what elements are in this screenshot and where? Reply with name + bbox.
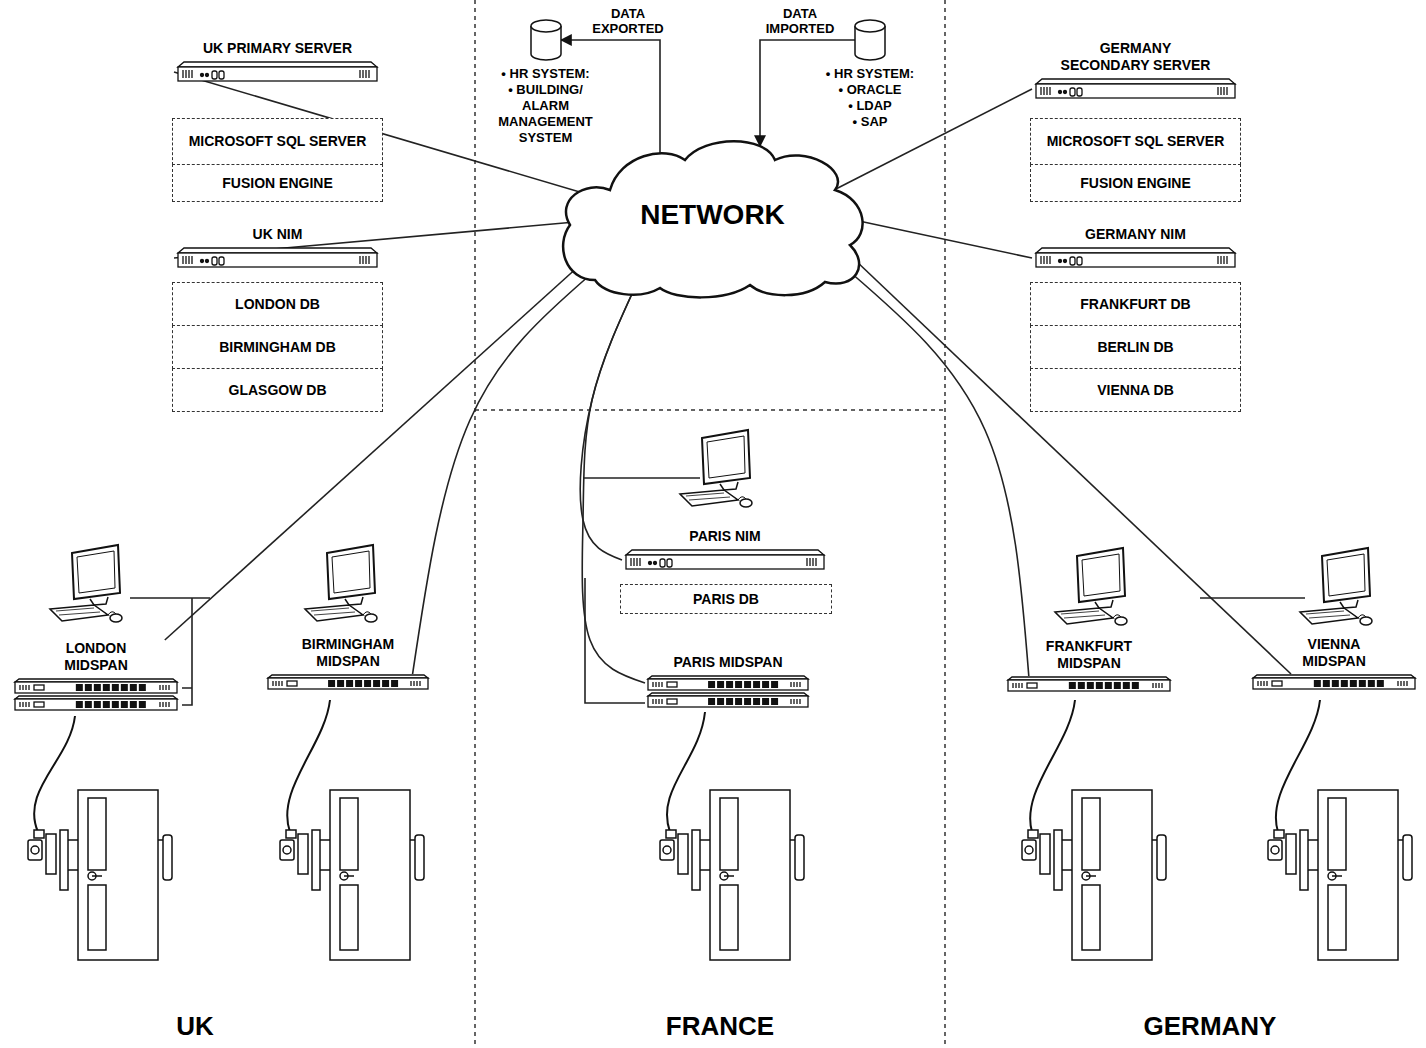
network-link [850,272,1029,676]
door-icon [1022,790,1166,960]
software-box: MICROSOFT SQL SERVER [172,118,383,165]
node-label: UK NIM [253,226,303,243]
database-cylinder [529,18,563,62]
nim-unit: UK NIM [172,226,383,269]
database-box: LONDON DB [172,282,383,326]
nim-unit: GERMANY NIM [1030,226,1241,269]
node-label: • ORACLE [838,82,901,98]
door-icon [1268,790,1412,960]
region-label: UK [95,1010,295,1042]
node-label: LONDON MIDSPAN [41,640,151,674]
server-unit: UK PRIMARY SERVER [172,40,383,83]
node-label: VIENNA MIDSPAN [1279,636,1389,670]
node-label: • HR SYSTEM: [501,66,589,82]
cloud-label: NETWORK [640,199,785,231]
rack-server-icon [623,549,827,571]
node-label: GERMANY SECONDARY SERVER [1061,40,1211,74]
rack-server-icon [1033,78,1238,100]
server-unit: GERMANY SECONDARY SERVER [1030,40,1241,100]
nim-unit: PARIS NIM [620,528,830,571]
node-label: PARIS NIM [689,528,760,545]
midspan-icon [1005,676,1173,693]
node-label: PARIS MIDSPAN [673,654,782,671]
network-link [174,72,600,198]
midspan-unit: VIENNA MIDSPAN [1248,636,1420,691]
midspan-unit: FRANKFURT MIDSPAN [1003,638,1175,693]
midspan-icon [645,675,811,709]
workstation-icon [1300,548,1372,625]
node-label: MICROSOFT SQL SERVER [1047,133,1225,150]
network-cloud: NETWORK [555,130,870,300]
midspan-unit: LONDON MIDSPAN [10,640,182,712]
network-link [165,265,580,640]
network-link [413,275,590,674]
door-icon [660,790,804,960]
node-label: UK PRIMARY SERVER [203,40,352,57]
midspan-icon [12,678,180,712]
workstation-icon [1055,548,1127,625]
door-icon [28,790,172,960]
region-label: FRANCE [620,1010,820,1042]
workstation-icons [50,430,1372,625]
network-link [830,89,1032,192]
database-box: FRANKFURT DB [1030,282,1241,326]
midspan-unit: BIRMINGHAM MIDSPAN [263,636,433,691]
midspan-icon [265,674,431,691]
software-box: MICROSOFT SQL SERVER [1030,118,1241,165]
rack-server-icon [175,61,380,83]
database-box: BERLIN DB [1030,325,1241,369]
workstation-icon [305,545,377,622]
node-label: BIRMINGHAM MIDSPAN [293,636,403,670]
node-label: FUSION ENGINE [1080,175,1190,192]
node-label: MICROSOFT SQL SERVER [189,133,367,150]
node-label: GLASGOW DB [229,382,327,399]
database-box: VIENNA DB [1030,368,1241,412]
node-label: • LDAP [848,98,892,114]
midspan-unit: PARIS MIDSPAN [643,654,813,709]
storage-cylinder: • HR SYSTEM:• BUILDING/ ALARM MANAGEMENT… [488,16,603,146]
rack-server-icon [175,247,380,269]
database-cylinder [853,18,887,62]
node-label: LONDON DB [235,296,320,313]
network-link [561,40,660,165]
node-label: GERMANY NIM [1085,226,1186,243]
node-label: • HR SYSTEM: [826,66,914,82]
midspan-icon [1250,674,1418,691]
node-label: • SAP [853,114,888,130]
node-label: FRANKFURT MIDSPAN [1034,638,1144,672]
node-label: BERLIN DB [1097,339,1173,356]
software-box: FUSION ENGINE [1030,164,1241,202]
software-box: FUSION ENGINE [172,164,383,202]
node-label: FUSION ENGINE [222,175,332,192]
node-label: PARIS DB [693,591,759,608]
connectors [165,40,1291,683]
network-link [582,283,645,683]
region-label: GERMANY [1110,1010,1310,1042]
node-label: FRANKFURT DB [1080,296,1190,313]
node-label: BIRMINGHAM DB [219,339,336,356]
node-label: VIENNA DB [1097,382,1174,399]
node-label: • BUILDING/ ALARM MANAGEMENT SYSTEM [496,82,596,146]
door-icons [28,790,1412,960]
region-divider [475,0,945,1048]
database-box: GLASGOW DB [172,368,383,412]
network-link [845,218,1032,258]
network-link [580,283,637,560]
flow-label: DATA EXPORTED [588,6,668,36]
database-box: PARIS DB [620,584,832,614]
workstation-icon [680,430,752,507]
rack-server-icon [1033,247,1238,269]
database-box: BIRMINGHAM DB [172,325,383,369]
workstation-icon [50,545,122,622]
door-icon [280,790,424,960]
network-link [855,260,1291,674]
flow-label: DATA IMPORTED [760,6,840,36]
